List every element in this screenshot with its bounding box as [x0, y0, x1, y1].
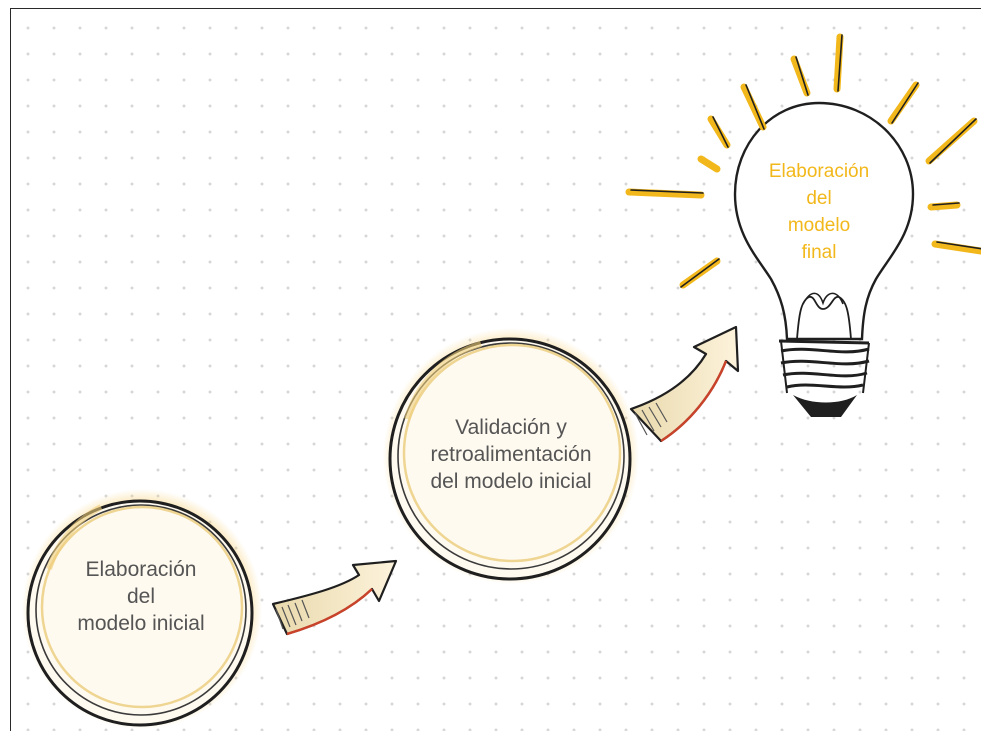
step-3-line-2: del: [806, 187, 832, 209]
step-3-line-4: final: [801, 241, 837, 263]
step-3-line-1: Elaboración: [768, 161, 870, 182]
step-2-line-3: del modelo inicial: [430, 469, 592, 493]
step-1-line-1: Elaboración: [85, 558, 197, 581]
diagram-artwork: [22, 33, 981, 729]
step-2-line-1: Validación y: [455, 416, 567, 439]
sketch-arrow-1: [271, 559, 398, 636]
lightbulb-icon: [625, 33, 981, 417]
step-2-line-2: retroalimentación: [430, 442, 592, 466]
step-1-line-2: del: [126, 584, 156, 608]
step-1-label: Elaboración del modelo inicial: [31, 557, 251, 638]
step-1-circle: [22, 489, 262, 729]
step-1-line-3: modelo inicial: [77, 611, 205, 635]
step-2-circle: [383, 328, 639, 584]
step-2-label: Validación y retroalimentación del model…: [386, 415, 636, 496]
step-3-label: Elaboración del modelo final: [739, 159, 899, 267]
sketch-arrow-2: [629, 325, 740, 443]
diagram-canvas: Elaboración del modelo inicial Validació…: [10, 8, 981, 731]
step-3-line-3: modelo: [787, 214, 851, 236]
